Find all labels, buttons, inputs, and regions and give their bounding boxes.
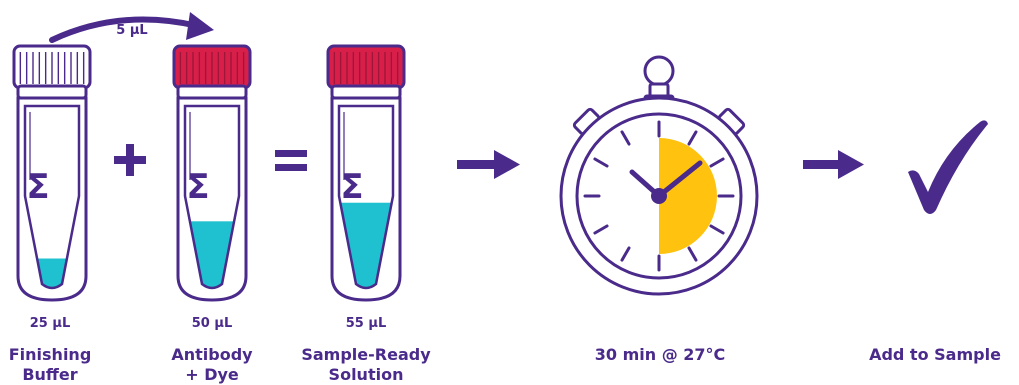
tube-finishing-buffer: Σ (14, 46, 90, 300)
stopwatch-icon (561, 57, 757, 294)
tube-3-volume: 55 µL (334, 316, 398, 331)
tube-2-name-line-1: Antibody (157, 345, 267, 365)
final-step-label: Add to Sample (855, 345, 1015, 365)
plus-sign (114, 144, 146, 176)
tube-3-name-line-2: Solution (288, 365, 444, 385)
tube-2-volume: 50 µL (180, 316, 244, 331)
equals-sign (275, 150, 307, 171)
tube-1-name: Finishing Buffer (0, 345, 100, 385)
tube-antibody-dye: Σ (174, 46, 250, 300)
arrow-right-icon-2 (803, 150, 864, 179)
tube-3-name-line-1: Sample-Ready (288, 345, 444, 365)
tube-1-name-line-1: Finishing (0, 345, 100, 365)
arrow-right-icon (457, 150, 520, 179)
checkmark-icon (908, 120, 988, 214)
tube-2-name: Antibody + Dye (157, 345, 267, 385)
tube-1-name-line-2: Buffer (0, 365, 100, 385)
transfer-volume-label: 5 µL (108, 23, 156, 38)
tube-1-volume: 25 µL (18, 316, 82, 331)
tube-collar (332, 86, 400, 98)
timer-label: 30 min @ 27°C (570, 345, 750, 365)
tube-collar (178, 86, 246, 98)
tube-sample-ready: Σ (328, 46, 404, 300)
tube-collar (18, 86, 86, 98)
transfer-arrow-head (186, 12, 214, 40)
tube-2-name-line-2: + Dye (157, 365, 267, 385)
tube-3-name: Sample-Ready Solution (288, 345, 444, 385)
